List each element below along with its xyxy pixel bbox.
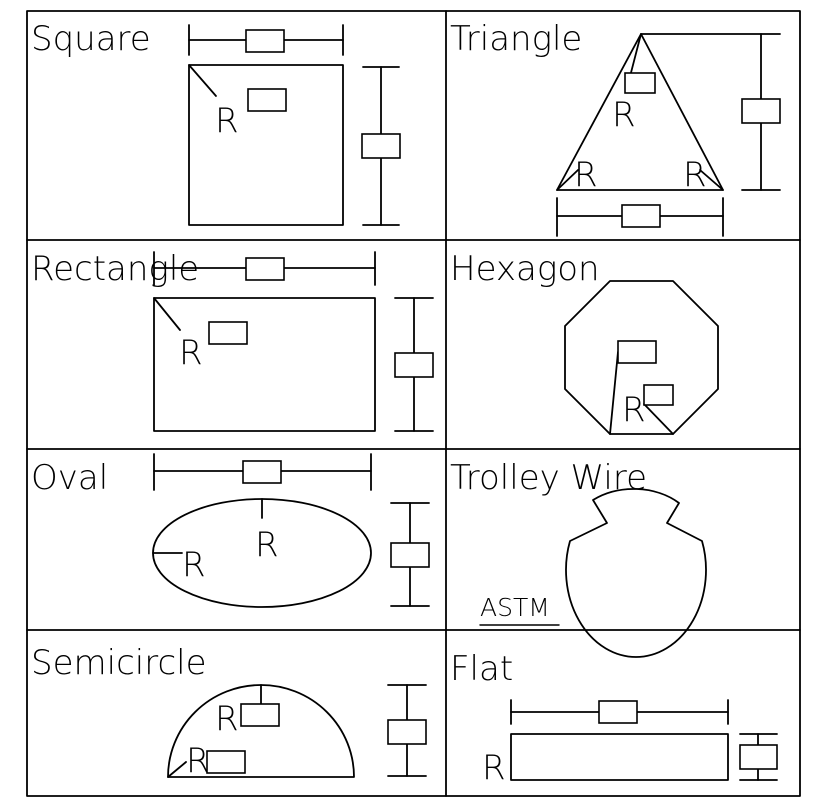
width-value-box <box>245 257 285 281</box>
height-value-box <box>390 542 430 568</box>
top-radius-label: R <box>255 525 279 565</box>
radius-leader-2 <box>643 403 674 435</box>
width-value-box <box>621 204 661 228</box>
top-radius-label: R <box>215 699 239 739</box>
height-value-box <box>394 352 434 378</box>
outer-border <box>26 10 801 797</box>
flat-shape <box>510 733 729 781</box>
rectangle-shape <box>153 297 376 432</box>
top-radius-value-box <box>624 72 656 94</box>
radius-value-box <box>247 88 287 112</box>
corner-radius-leader <box>188 64 217 97</box>
square-shape <box>188 64 344 226</box>
panel-title: Oval <box>31 458 108 498</box>
width-value-box <box>242 460 282 484</box>
radius-label: R <box>622 390 646 430</box>
panel-title: Triangle <box>450 19 582 59</box>
panel-flat: Flat R <box>450 649 778 788</box>
side-radius-label: R <box>182 545 206 585</box>
width-value-box <box>245 29 285 53</box>
height-value-box <box>387 719 427 745</box>
bottom-radius-leader <box>167 761 187 778</box>
panel-semicircle: Semicircle R R <box>31 643 427 781</box>
panel-triangle: Triangle R R R <box>450 19 781 237</box>
top-radius-label: R <box>612 95 636 135</box>
triangle-shape <box>556 33 724 191</box>
corner-radius-leader <box>153 297 181 331</box>
right-radius-leader <box>699 169 724 191</box>
height-value-box <box>741 98 781 124</box>
radius-value-box-2 <box>643 384 674 406</box>
top-radius-value-box <box>240 703 280 727</box>
radius-value-box-1 <box>617 340 657 364</box>
bottom-radius-label: R <box>186 741 210 781</box>
panel-hexagon: Hexagon R <box>450 249 719 435</box>
radius-label: R <box>179 333 203 373</box>
height-value-box <box>361 133 401 159</box>
panel-title: Square <box>31 19 151 59</box>
panel-title: Trolley Wire <box>450 458 647 498</box>
grid <box>26 10 801 797</box>
panel-title: Hexagon <box>450 249 600 289</box>
bottom-radius-value-box <box>206 750 246 774</box>
radius-leader-1 <box>609 351 619 435</box>
standard-label: ASTM <box>480 593 550 622</box>
panel-title: Flat <box>450 649 513 689</box>
left-radius-leader <box>556 169 579 191</box>
left-radius-label: R <box>574 155 598 195</box>
panel-square: Square R <box>31 19 401 226</box>
panel-title: Semicircle <box>31 643 207 683</box>
height-value-box <box>739 744 778 770</box>
radius-label: R <box>482 748 506 788</box>
panel-rectangle: Rectangle R <box>31 249 434 432</box>
semicircle-shape <box>167 684 355 778</box>
panel-trolley-wire: Trolley Wire ASTM <box>450 458 707 658</box>
trolley-wire-shape <box>565 488 707 658</box>
panel-title: Rectangle <box>31 249 199 289</box>
radius-label: R <box>215 101 239 141</box>
right-radius-label: R <box>683 155 707 195</box>
radius-value-box <box>208 321 248 345</box>
panel-oval: Oval R R <box>31 453 430 608</box>
width-value-box <box>598 700 638 724</box>
